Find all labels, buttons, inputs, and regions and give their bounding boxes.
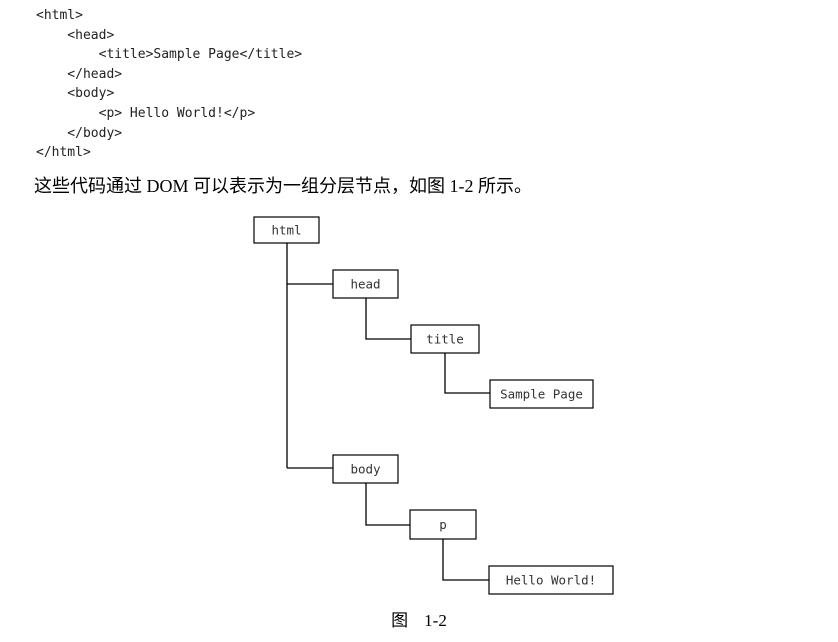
node-hello-world-label: Hello World! [506, 573, 596, 588]
code-line: <body> [36, 86, 115, 102]
figure-caption: 图 1-2 [0, 610, 838, 632]
code-line: <html> [36, 8, 83, 23]
edge-head-title [365, 298, 411, 340]
edge-title-text [444, 353, 490, 394]
code-line: <head> [36, 27, 115, 43]
code-line: </head> [36, 66, 123, 82]
node-body: body [332, 454, 399, 484]
code-line: </body> [36, 125, 123, 141]
node-p: p [409, 509, 477, 540]
figure-caption-number: 1-2 [424, 611, 447, 630]
node-html-label: html [271, 223, 301, 238]
node-sample-page-label: Sample Page [500, 387, 583, 402]
code-listing: <html> <head> <title>Sample Page</title>… [36, 6, 302, 163]
edge-p-text [442, 539, 489, 581]
body-paragraph: 这些代码通过 DOM 可以表示为一组分层节点，如图 1-2 所示。 [34, 176, 532, 196]
edge-body-p [365, 483, 410, 526]
node-p-label: p [439, 517, 447, 532]
node-head: head [332, 269, 399, 299]
node-body-label: body [350, 462, 381, 477]
code-line: <title>Sample Page</title> [36, 47, 303, 63]
node-sample-page: Sample Page [489, 379, 594, 409]
node-hello-world: Hello World! [488, 565, 614, 595]
figure-caption-label: 图 [391, 611, 409, 630]
code-line: </html> [36, 145, 91, 161]
code-line: <p> Hello World!</p> [36, 105, 256, 121]
node-html: html [253, 216, 320, 244]
node-title-label: title [426, 332, 464, 347]
node-title: title [410, 324, 480, 354]
node-head-label: head [350, 277, 380, 292]
